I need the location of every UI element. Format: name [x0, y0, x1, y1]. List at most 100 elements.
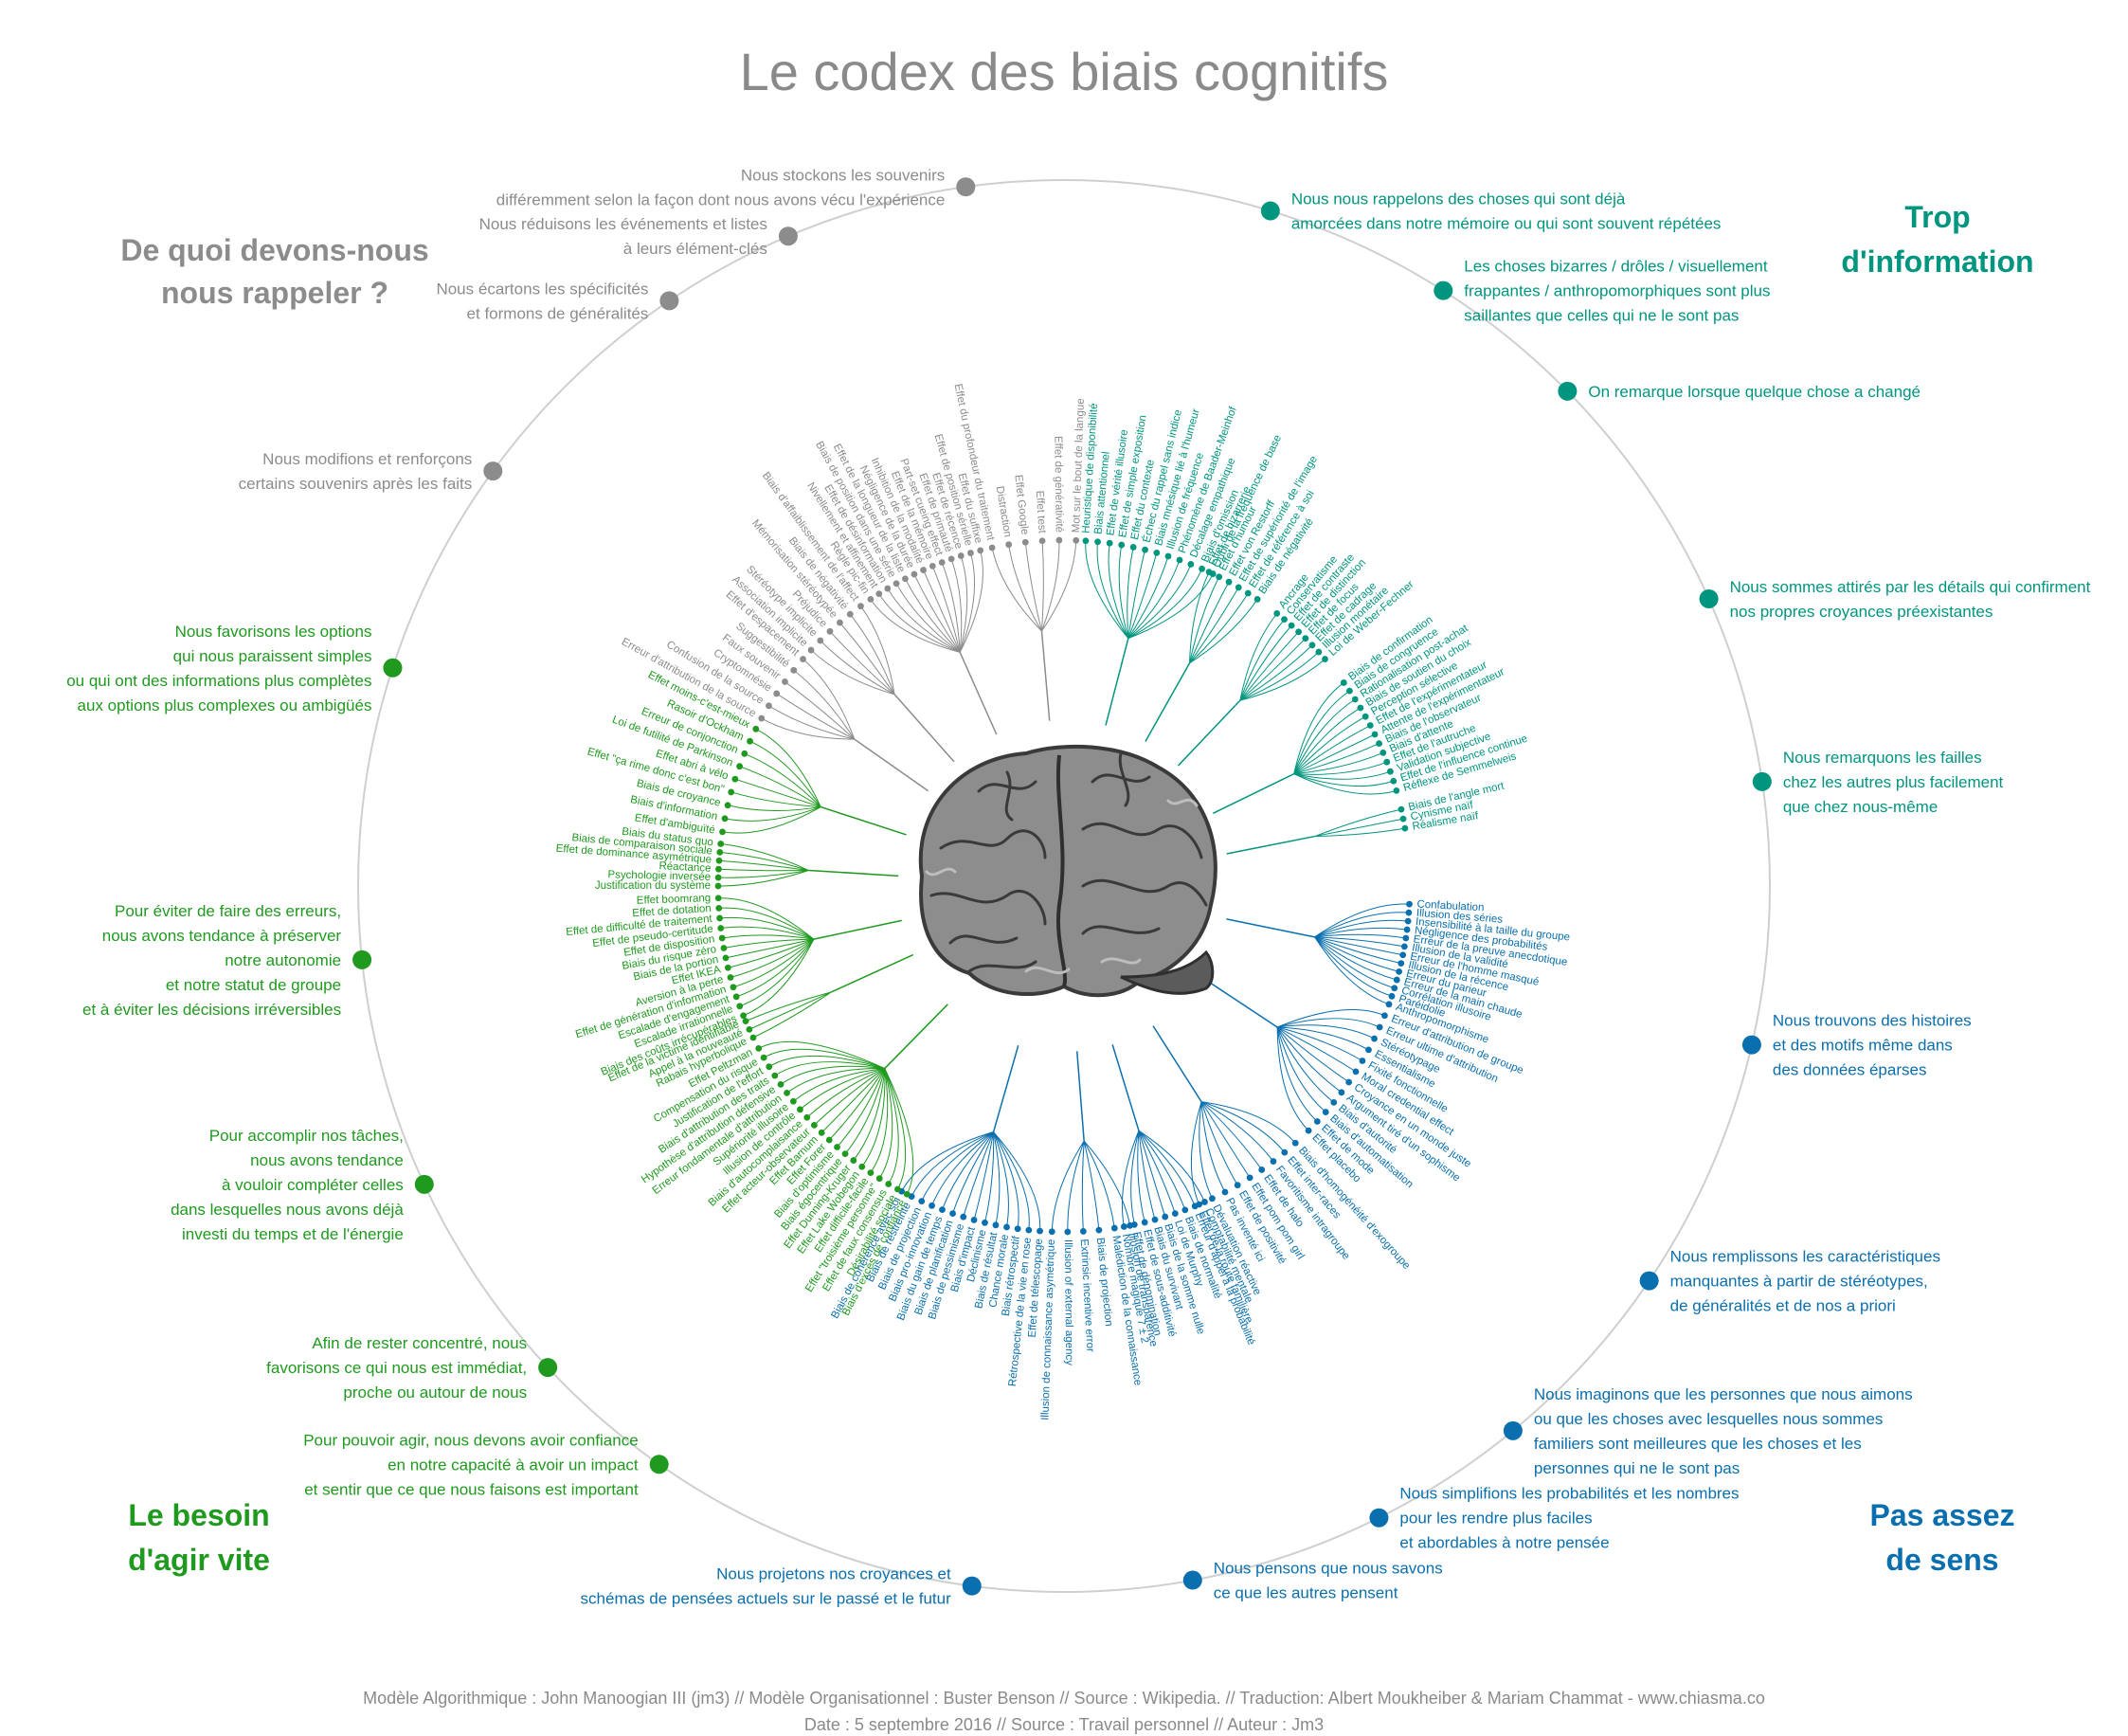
quadrant-speed-line2: d'agir vite	[128, 1543, 270, 1577]
category-caption-line: familiers sont meilleures que les choses…	[1534, 1435, 1862, 1453]
bias-dot	[1405, 909, 1413, 916]
branch-line	[720, 843, 809, 871]
category-node[interactable]	[414, 1174, 434, 1194]
category-node[interactable]	[483, 461, 503, 481]
branch-line	[1118, 545, 1129, 639]
category-node[interactable]	[649, 1455, 669, 1474]
bias-dot	[731, 775, 739, 783]
quadrant-meaning: Pas assez de sens	[1869, 1498, 2014, 1577]
bias-dot	[1308, 642, 1316, 649]
category-node[interactable]	[1260, 201, 1280, 221]
branch-line	[870, 599, 961, 653]
bias-dot	[721, 815, 729, 823]
quadrant-speed: Le besoin d'agir vite	[128, 1498, 270, 1577]
branch-line	[1276, 1026, 1326, 1112]
bias-dot	[894, 1185, 901, 1193]
bias-dot	[1037, 1227, 1043, 1235]
bias-dot	[1365, 1046, 1372, 1054]
category-node[interactable]	[1699, 588, 1719, 608]
branch-line	[776, 693, 856, 740]
category-node[interactable]	[1741, 1035, 1761, 1055]
branch-line	[1083, 1141, 1100, 1231]
category-caption-line: et des motifs même dans	[1773, 1037, 1953, 1055]
category-node[interactable]	[1182, 1570, 1202, 1590]
page-title: Le codex des biais cognitifs	[740, 42, 1389, 101]
bias-dot	[1199, 565, 1205, 572]
branch-line	[1067, 1141, 1085, 1232]
bias-label: Biais de projection	[1094, 1237, 1114, 1327]
category-node[interactable]	[352, 949, 372, 969]
category-node[interactable]	[659, 291, 679, 311]
branch-line	[839, 622, 895, 696]
branch-line	[1200, 1101, 1263, 1170]
branch-line	[1239, 651, 1320, 701]
category-caption-line: Nous nous rappelons des choses qui sont …	[1291, 190, 1626, 208]
footer-credits: Modèle Algorithmique : John Manoogian II…	[363, 1689, 1765, 1708]
bias-dot	[1371, 731, 1379, 738]
bias-dot	[1388, 992, 1396, 1000]
bias-dot	[715, 857, 723, 864]
bias-dot	[1021, 538, 1029, 546]
category-node[interactable]	[538, 1358, 558, 1378]
bias-label: Effet boomrang	[637, 893, 712, 907]
branch-stem	[1201, 976, 1278, 1028]
bias-dot	[1127, 1221, 1134, 1229]
branch-line	[1189, 571, 1210, 663]
branch-line	[748, 991, 832, 1030]
bias-dot	[1383, 758, 1391, 766]
branch-line	[718, 897, 815, 940]
bias-dot	[1393, 787, 1400, 794]
branch-stem	[1177, 699, 1241, 767]
bias-dot	[714, 874, 722, 881]
category-caption-line: Pour pouvoir agir, nous devons avoir con…	[303, 1431, 638, 1449]
branch-line	[1276, 1026, 1318, 1122]
branch-line	[774, 1061, 885, 1076]
category-node[interactable]	[1558, 381, 1578, 401]
branch-line	[718, 868, 809, 872]
branch-line	[1127, 547, 1134, 639]
quadrant-memory-line1: De quoi devons-nous	[120, 233, 428, 267]
branch-line	[793, 669, 856, 740]
bias-dot	[773, 690, 781, 697]
branch-line	[1189, 587, 1239, 664]
bias-dot	[1338, 1089, 1345, 1096]
branch-line	[780, 1065, 885, 1085]
category-node[interactable]	[962, 1576, 982, 1596]
outer-ring	[357, 179, 1771, 1593]
branch-line	[1293, 715, 1366, 774]
branch-line	[923, 570, 961, 653]
branch-line	[725, 938, 815, 959]
bias-dot	[902, 575, 909, 583]
category-caption-line: nous avons tendance	[250, 1151, 404, 1169]
branch-line	[1127, 564, 1192, 640]
branch-line	[1293, 725, 1371, 775]
quadrant-speed-line1: Le besoin	[128, 1498, 269, 1532]
category-node[interactable]	[383, 658, 403, 678]
category-caption-line: certains souvenirs après les faits	[239, 475, 473, 493]
bias-dot	[988, 544, 996, 552]
branch-line	[1200, 1101, 1251, 1179]
category-node[interactable]	[956, 177, 976, 197]
bias-dot	[1216, 573, 1223, 581]
bias-label: Réactance	[658, 860, 712, 875]
bias-dot	[758, 714, 766, 722]
bias-dot	[1376, 740, 1382, 748]
bias-dot	[1340, 679, 1347, 686]
bias-label: Effet de générativité	[1052, 436, 1064, 533]
bias-dot	[1322, 1109, 1329, 1115]
category-node[interactable]	[1503, 1420, 1523, 1440]
category-node[interactable]	[1369, 1508, 1389, 1528]
branch-stem	[820, 805, 907, 836]
category-node[interactable]	[778, 226, 798, 246]
branch-line	[1199, 1101, 1213, 1200]
bias-dot	[858, 1163, 866, 1170]
category-node[interactable]	[1639, 1271, 1659, 1291]
branch-line	[745, 991, 832, 1022]
category-node[interactable]	[1434, 280, 1453, 300]
bias-dot	[1201, 1199, 1208, 1205]
category-caption-line: pour les rendre plus faciles	[1399, 1510, 1592, 1528]
bias-dot	[1162, 1213, 1169, 1221]
category-node[interactable]	[1752, 771, 1772, 791]
bias-dot	[1082, 537, 1090, 545]
branch-line	[743, 938, 815, 1017]
